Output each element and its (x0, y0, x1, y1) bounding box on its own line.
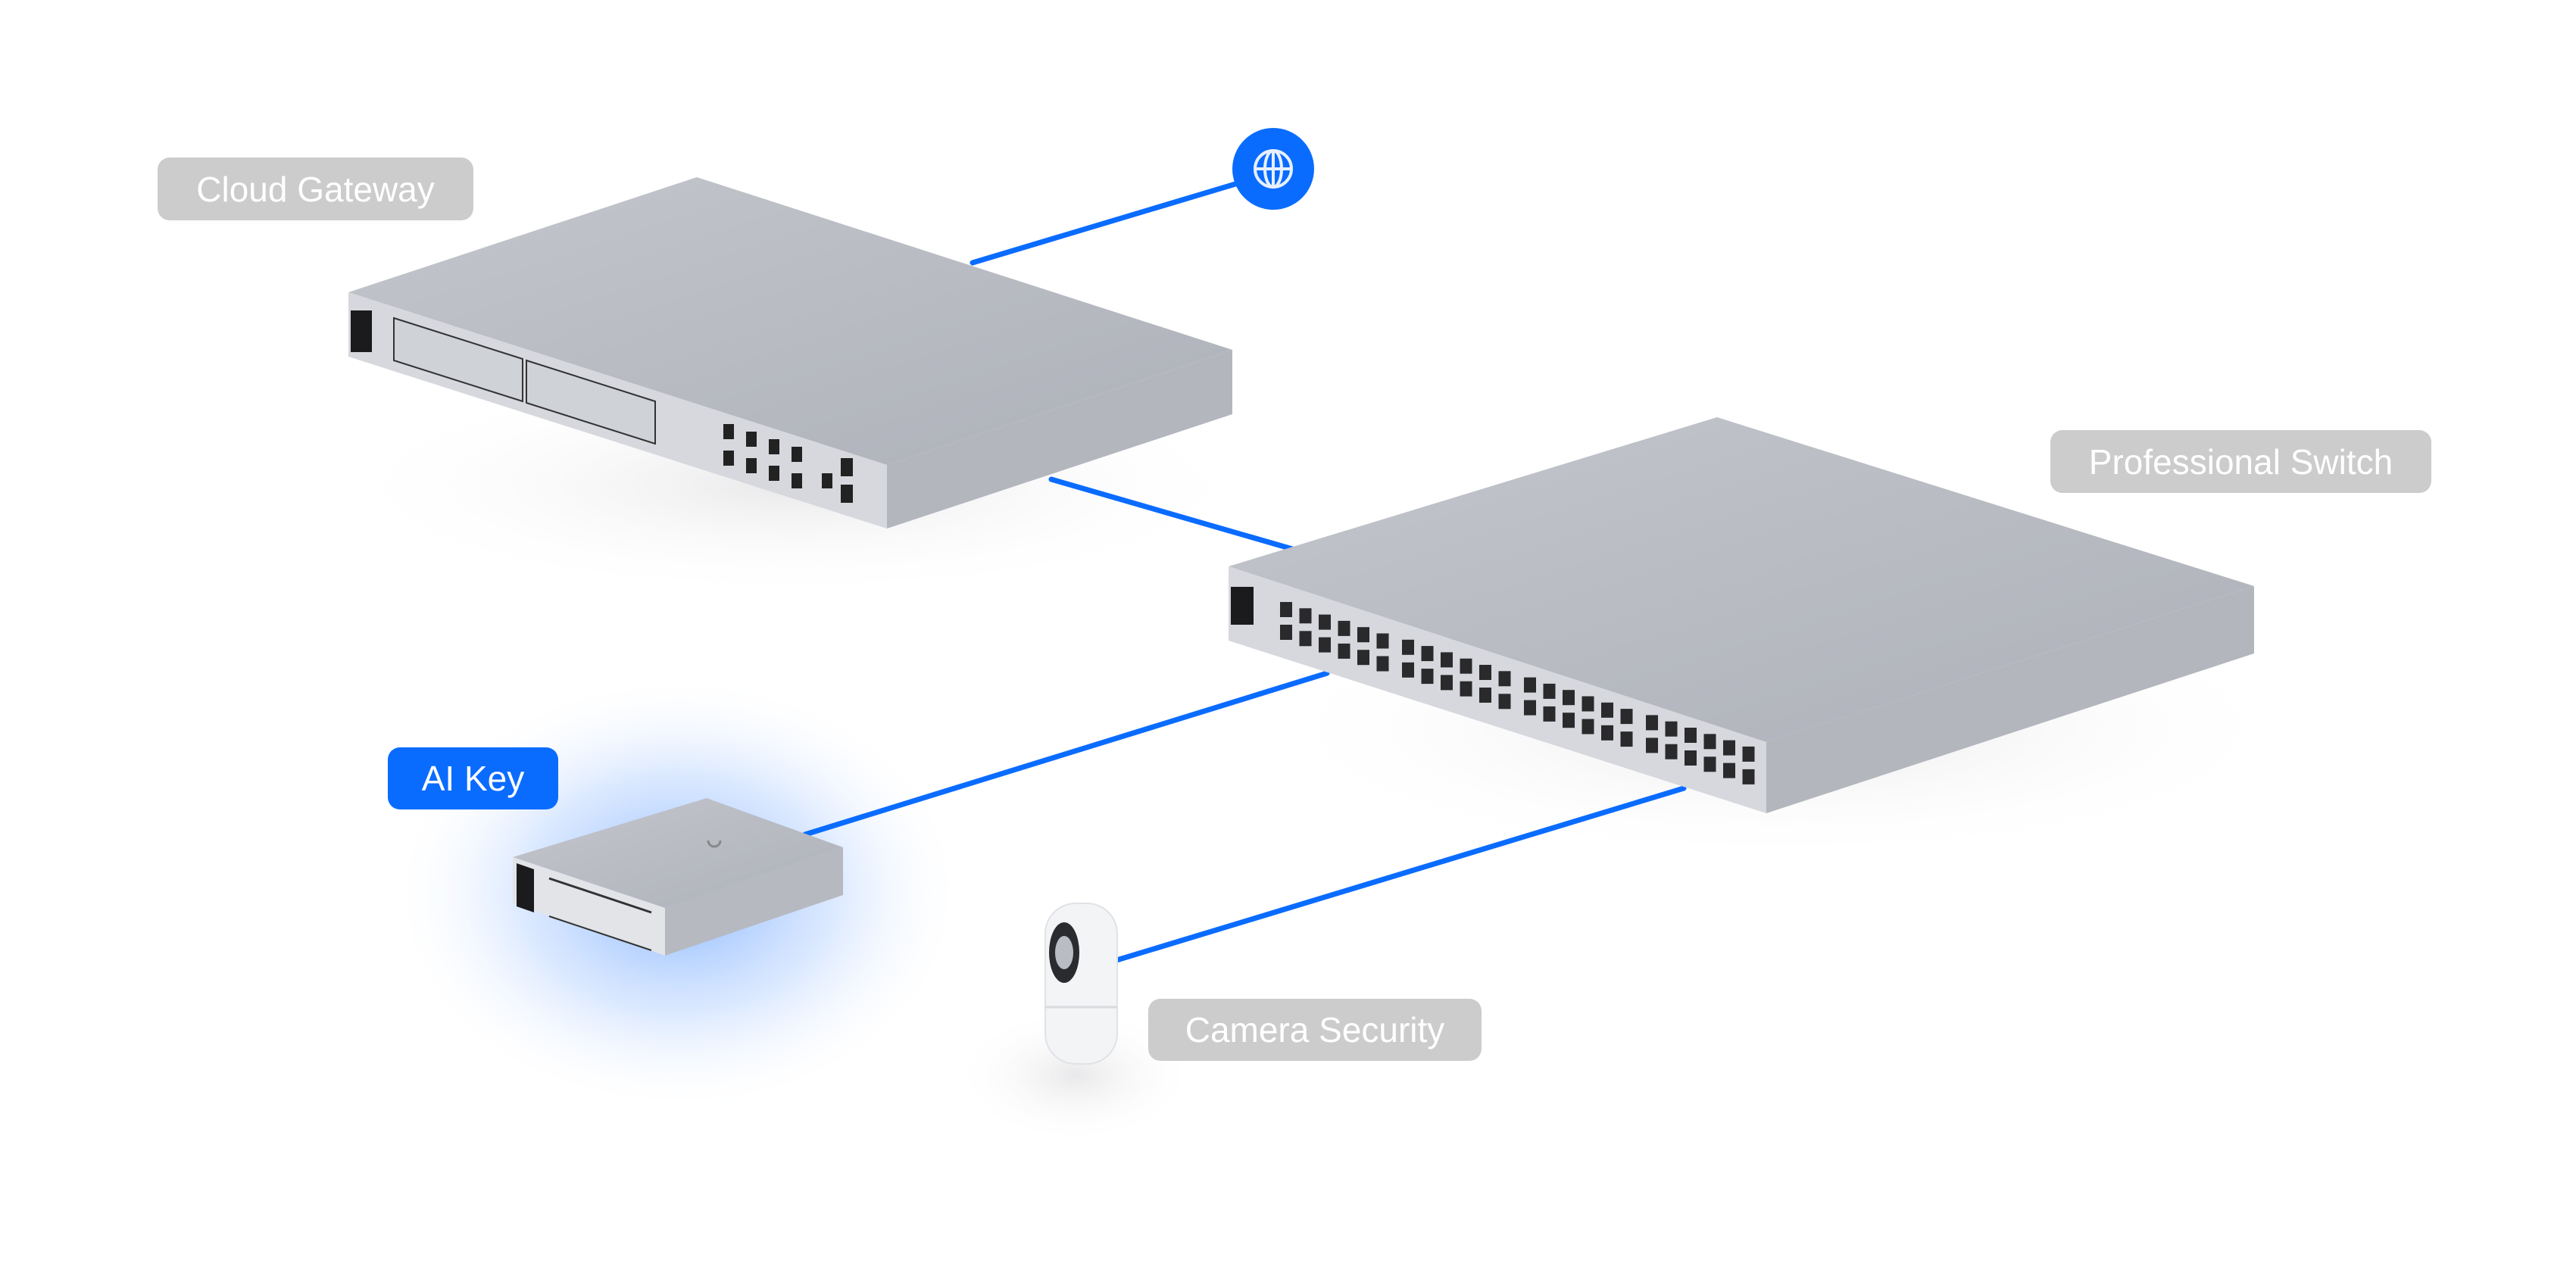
link-internet-gateway (970, 181, 1238, 266)
camera-shadow (954, 1007, 1197, 1143)
ethernet-port (1498, 694, 1511, 710)
ethernet-port (1543, 706, 1556, 722)
ethernet-port (1665, 744, 1678, 759)
ubiquiti-logo-icon (707, 840, 722, 848)
ethernet-port (1280, 602, 1292, 617)
ethernet-port (1742, 769, 1755, 784)
ethernet-port (1524, 677, 1536, 693)
link-gateway-switch (1048, 476, 1300, 554)
internet-node[interactable] (1232, 128, 1314, 210)
ai-key-device[interactable] (513, 798, 843, 956)
ethernet-port (1524, 700, 1536, 716)
ethernet-port (1402, 639, 1414, 655)
ethernet-port (1460, 658, 1472, 674)
ai-key-label: AI Key (388, 747, 558, 809)
ethernet-port (1723, 740, 1735, 756)
ethernet-port (1299, 631, 1312, 647)
link-switch-ai-key (802, 670, 1330, 837)
ethernet-port (1441, 652, 1453, 668)
ethernet-port (1460, 681, 1472, 697)
ethernet-port (1338, 620, 1350, 636)
ethernet-port (1563, 690, 1575, 706)
professional-switch-device[interactable] (1229, 417, 2254, 813)
ethernet-port (1646, 738, 1658, 753)
ethernet-port (1376, 633, 1389, 649)
ethernet-port (1601, 702, 1613, 718)
globe-icon (1254, 149, 1293, 189)
ethernet-port (1620, 731, 1633, 747)
link-switch-camera (1111, 785, 1687, 964)
ethernet-port (1703, 756, 1716, 772)
ethernet-port (1685, 728, 1697, 743)
camera-security-label: Camera Security (1148, 999, 1482, 1061)
ethernet-port (1338, 643, 1350, 659)
ethernet-port (1376, 656, 1389, 672)
ethernet-port (1601, 725, 1613, 741)
ethernet-port (1357, 650, 1369, 666)
ethernet-port (1441, 675, 1453, 691)
ethernet-port (1280, 625, 1292, 640)
ethernet-port (1402, 662, 1414, 678)
ethernet-port (1646, 715, 1658, 731)
cloud-gateway-label: Cloud Gateway (158, 158, 473, 220)
ethernet-port (1421, 669, 1434, 685)
ethernet-port (1479, 688, 1491, 703)
ethernet-port (1563, 713, 1575, 728)
professional-switch-label: Professional Switch (2050, 430, 2431, 493)
ethernet-port (1319, 637, 1331, 653)
ethernet-port (1357, 627, 1369, 643)
ethernet-port (1742, 746, 1755, 762)
ethernet-port (1582, 696, 1594, 712)
ethernet-port (1543, 683, 1556, 699)
ethernet-port (1703, 734, 1716, 750)
ethernet-port (1319, 614, 1331, 630)
camera-device[interactable] (1044, 903, 1118, 1065)
ethernet-port (1299, 608, 1312, 624)
ethernet-port (1479, 665, 1491, 680)
ethernet-port (1620, 709, 1633, 725)
cloud-gateway-device[interactable] (348, 177, 1232, 529)
ethernet-port (1582, 719, 1594, 735)
ethernet-port (1685, 750, 1697, 766)
ethernet-port (1723, 763, 1735, 778)
ethernet-port (1665, 721, 1678, 737)
ethernet-port (1421, 646, 1434, 662)
ethernet-port (1498, 671, 1511, 687)
